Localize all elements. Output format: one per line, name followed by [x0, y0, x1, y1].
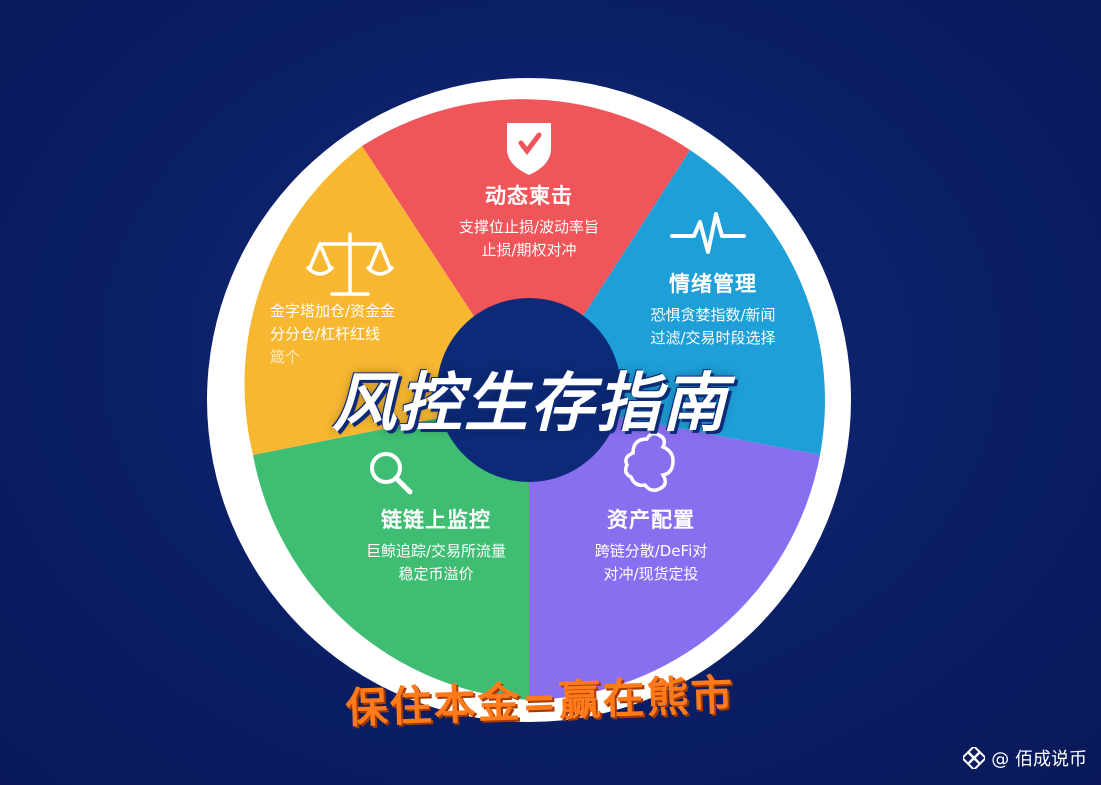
segment-left-desc-line-1: 金字塔加仓/资金金 — [270, 302, 396, 320]
segment-bottom-left-text: 链链上监控 巨鲸追踪/交易所流量 稳定币溢价 — [346, 504, 526, 586]
diamond-logo-icon — [963, 747, 986, 769]
segment-bottom-right-title: 资产配置 — [607, 508, 695, 532]
segment-top-title: 动态柬击 — [485, 184, 573, 208]
segment-right-title: 情绪管理 — [669, 272, 757, 296]
segment-right-desc: 恐惧贪婪指数/新闻 过滤/交易时段选择 — [628, 304, 798, 350]
segment-bottom-right — [529, 400, 820, 700]
segment-top — [362, 99, 690, 400]
segment-bottom-left — [253, 400, 529, 700]
segment-left-text: 金字塔加仓/资金金 分分仓/杠杆红线 箴个 — [270, 300, 450, 369]
segment-right-desc-line-2: 过滤/交易时段选择 — [650, 329, 776, 347]
segment-bottom-left-desc-line-1: 巨鲸追踪/交易所流量 — [365, 542, 507, 560]
shield-icon — [507, 123, 551, 175]
segment-top-desc: 支撑位止损/波动率旨 止损/期权对冲 — [429, 216, 629, 262]
segment-top-desc-line-2: 止损/期权对冲 — [481, 241, 577, 259]
watermark-text: @ 佰成说币 — [991, 749, 1087, 770]
center-title: 风控生存指南 — [332, 367, 728, 441]
segment-left-desc-line-2: 分分仓/杠杆红线 — [270, 325, 381, 343]
heartbeat-icon — [670, 212, 746, 254]
segment-bottom-left-desc: 巨鲸追踪/交易所流量 稳定币溢价 — [346, 540, 526, 586]
segment-top-text: 动态柬击 支撑位止损/波动率旨 止损/期权对冲 — [429, 180, 629, 262]
segment-left-desc: 金字塔加仓/资金金 分分仓/杠杆红线 箴个 — [270, 300, 450, 369]
segment-bottom-left-desc-line-2: 稳定币溢价 — [398, 565, 474, 583]
segment-bottom-right-text: 资产配置 跨链分散/DeFi对 对冲/现货定投 — [566, 504, 736, 586]
magnifier-icon — [370, 452, 413, 495]
center-hub — [437, 298, 621, 482]
scale-icon — [306, 232, 394, 296]
segment-right-text: 情绪管理 恐惧贪婪指数/新闻 过滤/交易时段选择 — [628, 268, 798, 350]
segment-bottom-right-desc-line-1: 跨链分散/DeFi对 — [594, 542, 708, 560]
segment-left-desc-line-3: 箴个 — [270, 348, 301, 366]
segment-right-desc-line-1: 恐惧贪婪指数/新闻 — [650, 306, 776, 324]
watermark: @ 佰成说币 — [963, 745, 1087, 771]
puzzle-icon — [623, 431, 675, 493]
segment-bottom-left-title: 链链上监控 — [381, 508, 491, 532]
segment-bottom-right-desc: 跨链分散/DeFi对 对冲/现货定投 — [566, 540, 736, 586]
segment-bottom-right-desc-line-2: 对冲/现货定投 — [603, 565, 699, 583]
segment-top-desc-line-1: 支撑位止损/波动率旨 — [458, 218, 600, 236]
